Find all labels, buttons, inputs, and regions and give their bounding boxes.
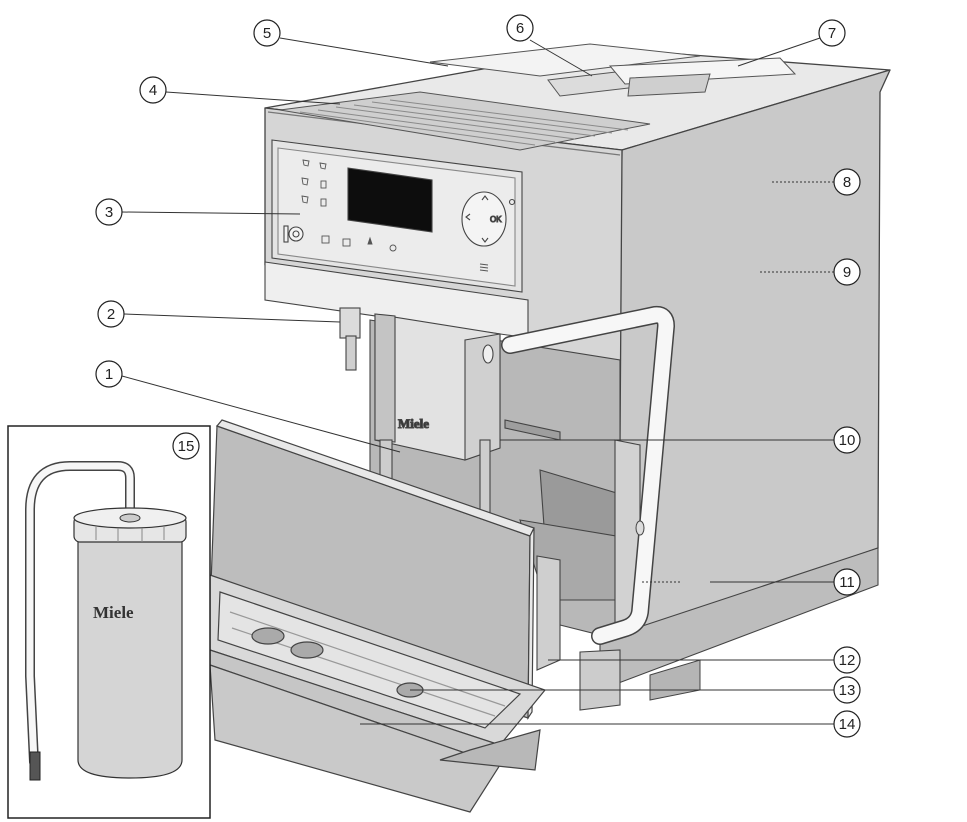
central-dispenser: Miele xyxy=(374,313,561,521)
front-door xyxy=(209,419,535,721)
svg-text:12: 12 xyxy=(839,652,856,669)
svg-text:15: 15 xyxy=(178,438,195,455)
svg-text:2: 2 xyxy=(107,306,115,323)
callout-9: 9 xyxy=(833,258,861,286)
callout-8: 8 xyxy=(833,168,861,196)
callout-3: 3 xyxy=(95,198,123,226)
callout-2: 2 xyxy=(97,300,125,328)
control-panel: OK xyxy=(271,139,523,293)
callout-13: 13 xyxy=(833,676,861,704)
on-off-button xyxy=(288,226,304,242)
drip-tray xyxy=(209,574,547,813)
milk-container xyxy=(77,535,183,779)
svg-text:11: 11 xyxy=(839,574,855,591)
callout-4: 4 xyxy=(139,76,167,104)
svg-text:10: 10 xyxy=(839,432,856,449)
svg-text:7: 7 xyxy=(828,25,836,42)
callout-10: 10 xyxy=(833,426,861,454)
svg-text:8: 8 xyxy=(843,174,851,191)
svg-text:6: 6 xyxy=(516,20,524,37)
cup-warmer-grille xyxy=(279,91,651,151)
svg-text:4: 4 xyxy=(149,82,157,99)
svg-text:5: 5 xyxy=(263,25,271,42)
display-screen xyxy=(347,167,433,233)
drink-icons xyxy=(301,159,489,272)
svg-text:1: 1 xyxy=(105,366,113,383)
ok-label: OK xyxy=(490,215,502,224)
waste-container xyxy=(536,555,561,671)
callout-1: 1 xyxy=(95,360,123,388)
callout-15: 15 xyxy=(172,432,200,460)
milk-pipe xyxy=(502,307,674,644)
container-brand: Miele xyxy=(93,603,134,622)
callouts: 1 2 3 4 5 6 7 8 9 10 11 12 13 14 15 xyxy=(95,14,861,738)
callout-6: 6 xyxy=(506,14,534,42)
dispenser-brand: Miele xyxy=(398,416,429,431)
callout-5: 5 xyxy=(253,19,281,47)
svg-text:14: 14 xyxy=(839,716,856,733)
svg-text:13: 13 xyxy=(839,682,856,699)
navigation-ring xyxy=(461,191,507,247)
svg-text:3: 3 xyxy=(105,204,113,221)
callout-11: 11 xyxy=(833,568,861,596)
leader-lines xyxy=(121,37,834,725)
callout-7: 7 xyxy=(818,19,846,47)
svg-text:9: 9 xyxy=(843,264,851,281)
milk-tube xyxy=(26,462,134,766)
tube-connector xyxy=(29,751,41,781)
top-details xyxy=(279,43,797,151)
hot-water-spout xyxy=(339,307,361,371)
milk-container-inset: Miele xyxy=(7,425,211,819)
callout-12: 12 xyxy=(833,646,861,674)
callout-14: 14 xyxy=(833,710,861,738)
